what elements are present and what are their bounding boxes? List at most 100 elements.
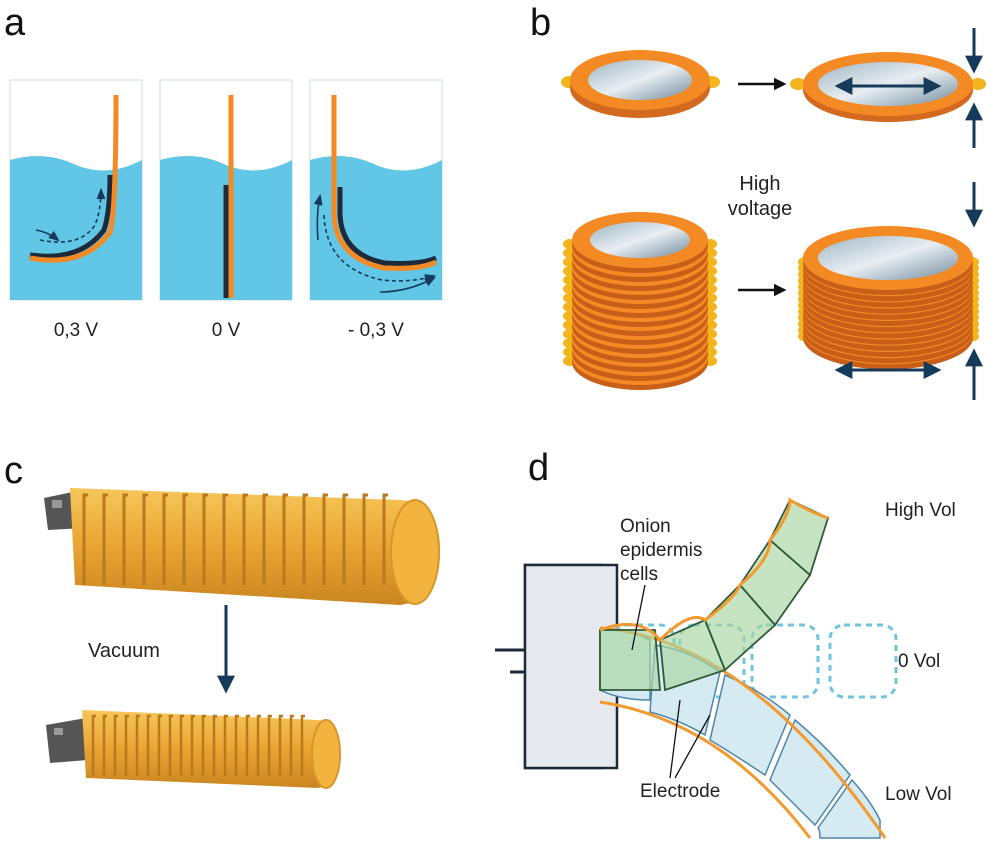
tube-end-cap: [311, 719, 341, 789]
onion-label-line3: cells: [620, 564, 658, 585]
mesh-fold: [242, 493, 248, 585]
electrode-leader-line: [674, 714, 711, 779]
mesh-fold: [190, 714, 195, 776]
mesh-fold: [262, 493, 268, 585]
panel-b-letter: b: [530, 2, 551, 44]
mesh-fold: [300, 714, 305, 776]
mesh-fold: [146, 714, 151, 776]
state-low-label: Low Vol: [885, 784, 952, 805]
mesh-fold: [202, 493, 208, 585]
mesh-fold: [122, 493, 128, 585]
bend-arrow: [313, 193, 323, 241]
high-voltage-label-line1: High: [739, 173, 780, 195]
electrode-leader-line: [669, 699, 681, 779]
mesh-fold: [342, 493, 348, 585]
onion-leader-line: [631, 584, 646, 651]
mesh-fold: [91, 714, 96, 776]
mesh-fold: [82, 493, 88, 585]
voltage-label-zero: 0 V: [212, 320, 241, 341]
actuator-strip: [29, 94, 119, 263]
onion-label-line1: Onion: [620, 516, 671, 537]
bend-arrow: [379, 276, 436, 293]
ring-disc: [588, 60, 692, 100]
mesh-fold: [289, 714, 294, 776]
ring-disc: [818, 62, 958, 106]
mesh-tube-expanded: [70, 488, 440, 605]
high-vol-cells: [599, 498, 830, 692]
ring-tab: [970, 78, 986, 90]
voltage-label-negative: - 0,3 V: [348, 320, 404, 341]
mesh-fold: [234, 714, 239, 776]
cell: [599, 629, 661, 691]
mesh-fold: [124, 714, 129, 776]
panel-a-letter: a: [4, 2, 26, 44]
mesh-fold: [223, 714, 228, 776]
dashed-cell: [828, 623, 898, 699]
panel-a-box-zero: 0 V: [159, 79, 293, 341]
mesh-fold: [222, 493, 228, 585]
water: [10, 156, 142, 300]
mesh-fold: [113, 714, 118, 776]
panel-a-box-positive: 0,3 V: [9, 79, 143, 341]
mesh-fold: [168, 714, 173, 776]
actuator-strip: [331, 95, 438, 271]
mesh-fold: [135, 714, 140, 776]
connector-detail: [52, 500, 62, 508]
panel-d: d O: [495, 447, 956, 839]
mesh-fold: [157, 714, 162, 776]
high-voltage-label-line2: voltage: [728, 198, 793, 220]
bend-arrow: [35, 229, 60, 242]
mesh-folds: [91, 714, 305, 776]
panel-b: b High voltage: [530, 2, 986, 400]
mesh-fold: [256, 714, 261, 776]
mesh-fold: [245, 714, 250, 776]
mesh-fold: [212, 714, 217, 776]
tube-body: [82, 710, 338, 788]
voltage-label-positive: 0,3 V: [54, 320, 99, 341]
mesh-fold: [278, 714, 283, 776]
mesh-fold: [322, 493, 328, 585]
connector-detail: [54, 728, 63, 735]
single-ring-after: [790, 28, 986, 148]
cell: [769, 718, 851, 827]
mesh-fold: [162, 493, 168, 585]
single-ring-before: [561, 50, 720, 118]
cell: [817, 778, 881, 839]
ring-disc: [590, 222, 690, 258]
mesh-fold: [179, 714, 184, 776]
mesh-fold: [362, 493, 368, 585]
mesh-fold: [201, 714, 206, 776]
stacked-rings-after: [798, 226, 979, 370]
electrode-label: Electrode: [640, 781, 720, 802]
panel-d-letter: d: [528, 447, 549, 489]
mesh-fold: [282, 493, 288, 585]
state-high-label: High Vol: [885, 500, 956, 521]
ring-tab: [790, 78, 806, 90]
mesh-fold: [102, 493, 108, 585]
state-zero-label: 0 Vol: [898, 651, 940, 672]
dashed-cell: [750, 623, 820, 699]
electrode-strip: [29, 174, 113, 259]
panel-c: c Vacuum: [4, 450, 440, 789]
electrode-strip: [337, 187, 438, 266]
mesh-fold: [102, 714, 107, 776]
mesh-folds: [82, 493, 388, 585]
mesh-fold: [182, 493, 188, 585]
onion-label-line2: epidermis: [620, 540, 702, 561]
mesh-fold: [382, 493, 388, 585]
connector-fitting: [46, 718, 88, 763]
ion-flow-arrow: [39, 187, 106, 243]
electrode-layer-inner: [599, 700, 812, 839]
mesh-tube-contracted: [82, 710, 341, 789]
mesh-fold: [302, 493, 308, 585]
tube-end-cap: [390, 499, 440, 605]
panel-c-letter: c: [4, 450, 23, 492]
electrode-layer-high: [599, 497, 829, 643]
mesh-fold: [142, 493, 148, 585]
panel-a: a 0,3 V 0 V - 0,3 V: [4, 2, 443, 341]
stacked-rings-before: [563, 212, 717, 390]
ring-disc: [818, 236, 958, 280]
ion-flow-arrow: [323, 214, 437, 283]
vacuum-label: Vacuum: [88, 640, 160, 662]
